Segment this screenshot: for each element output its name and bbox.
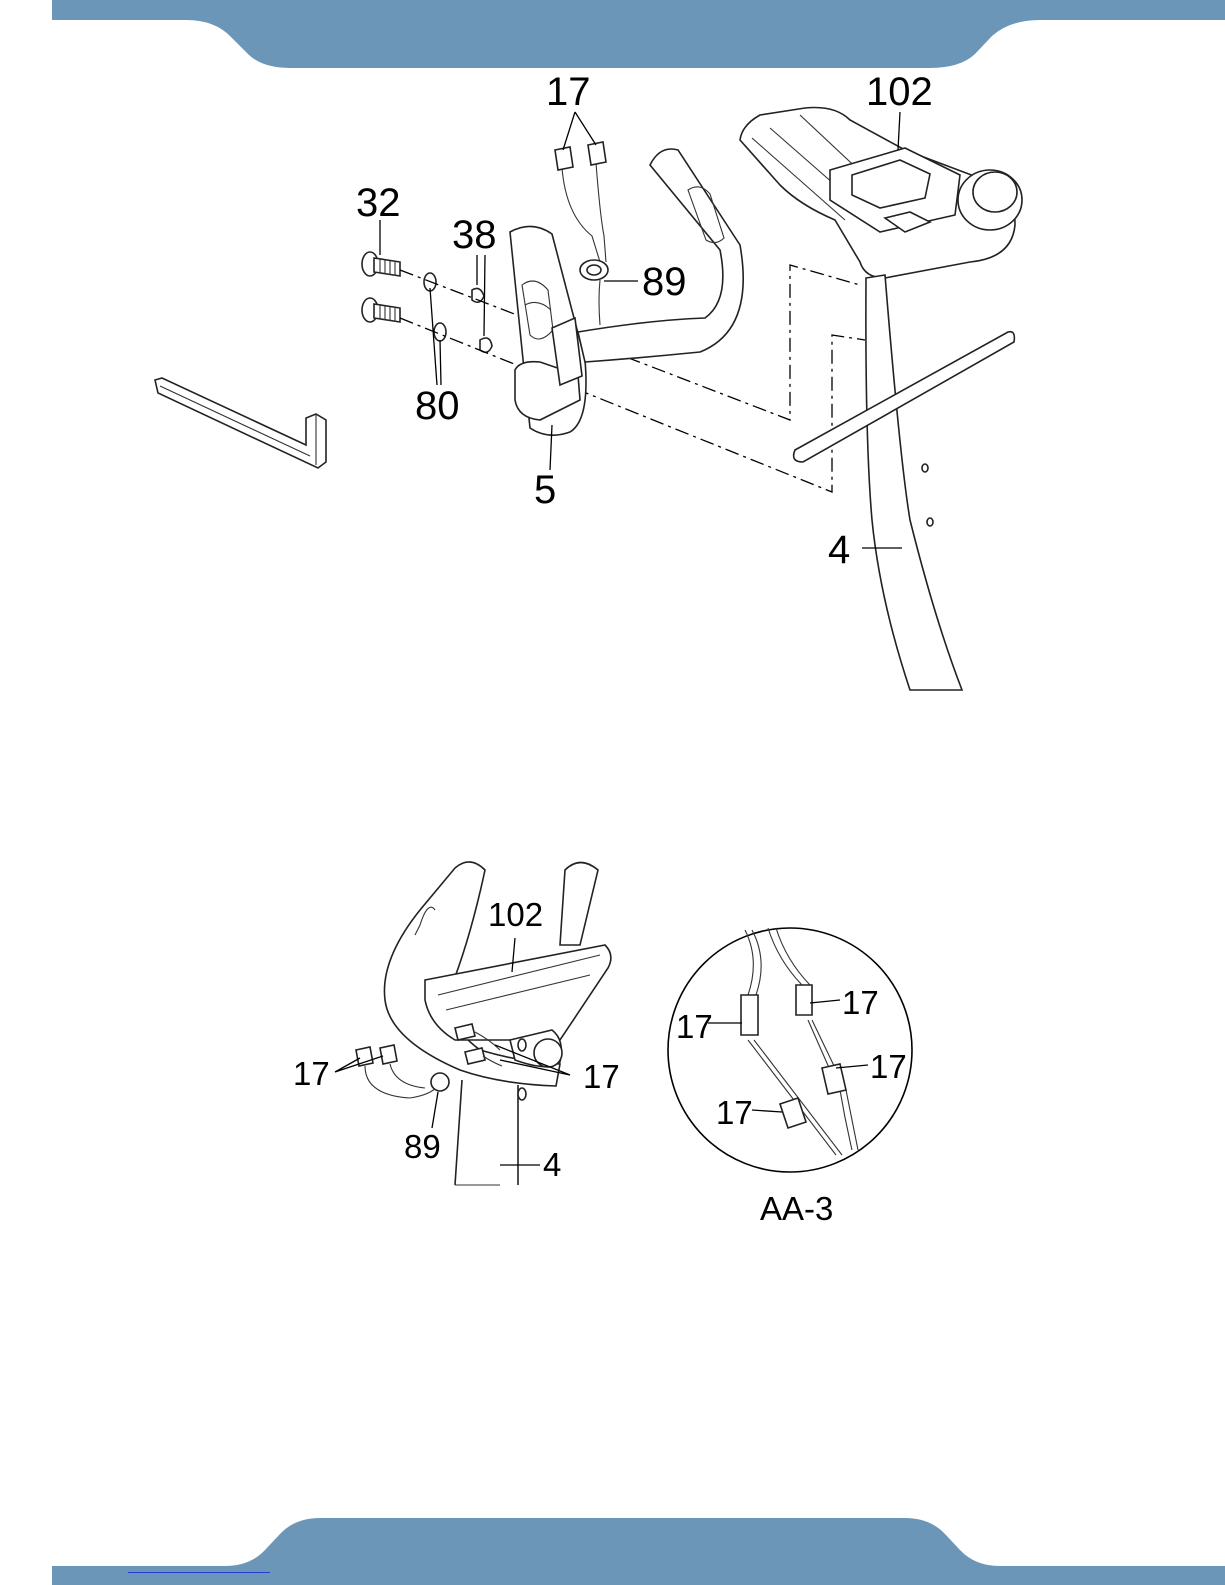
callout-4: 4	[828, 530, 850, 570]
curved-washers-38	[472, 288, 492, 352]
callout-17: 17	[842, 986, 879, 1019]
handlebar-5	[510, 149, 743, 435]
callout-80: 80	[415, 386, 460, 426]
callout-17: 17	[546, 72, 591, 112]
callout-102: 102	[866, 72, 933, 112]
callout-89: 89	[404, 1130, 441, 1163]
callout-4: 4	[543, 1148, 561, 1181]
callout-89: 89	[642, 262, 687, 302]
bolts-32	[362, 252, 400, 322]
hex-key-tool	[155, 378, 326, 468]
header-band	[52, 0, 1225, 68]
callout-17: 17	[870, 1050, 907, 1083]
callout-17: 17	[583, 1060, 620, 1093]
detail-label: AA-3	[760, 1192, 833, 1225]
footer-link-underline	[128, 1572, 270, 1573]
callout-5: 5	[534, 470, 556, 510]
callout-17: 17	[716, 1096, 753, 1129]
callout-102: 102	[488, 898, 543, 931]
main-frame-4	[794, 275, 1015, 690]
console-102	[740, 108, 1022, 279]
callout-17: 17	[676, 1010, 713, 1043]
footer-band	[52, 1518, 1225, 1585]
callout-17: 17	[293, 1057, 330, 1090]
callout-32: 32	[356, 183, 401, 223]
callout-38: 38	[452, 215, 497, 255]
